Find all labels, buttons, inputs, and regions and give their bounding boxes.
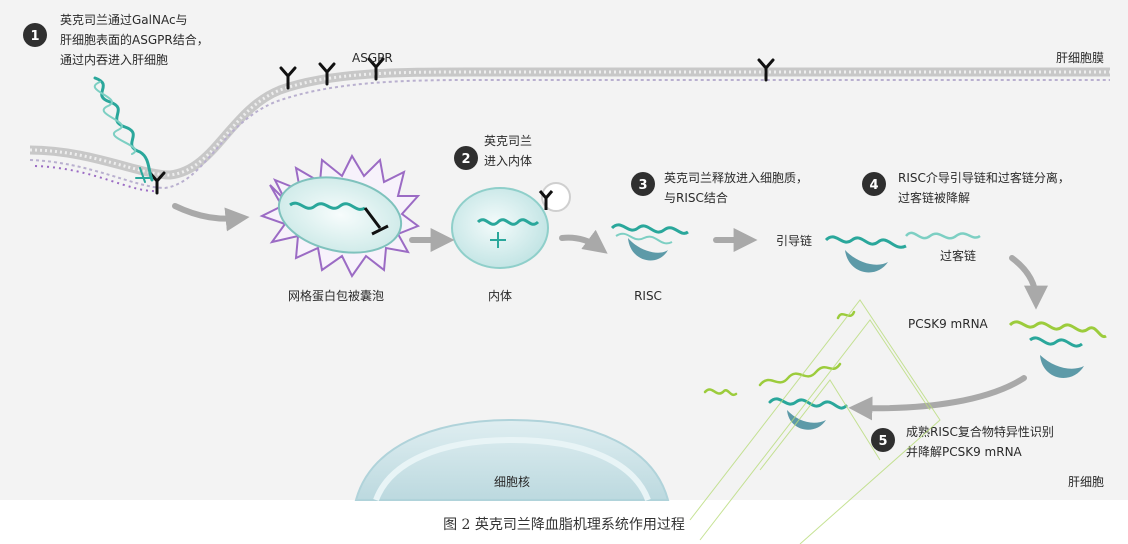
step-5-text: 成熟RISC复合物特异性识别 并降解PCSK9 mRNA <box>906 424 1054 459</box>
step-3-number: 3 <box>638 178 647 193</box>
asgpr-label: ASGPR <box>352 51 393 65</box>
watermark-mark <box>689 299 941 544</box>
step-1-line-3: 通过内吞进入肝细胞 <box>60 53 168 67</box>
step-2-marker <box>454 146 478 170</box>
step-4-number: 4 <box>869 178 878 193</box>
guide-strand-label: 引导链 <box>776 233 812 248</box>
step-4-line-2: 过客链被降解 <box>898 190 970 205</box>
endosome-label: 内体 <box>488 289 512 303</box>
step-4-marker <box>862 172 886 196</box>
step-1-line-1: 英克司兰通过GalNAc与 <box>60 13 188 27</box>
step-5-line-1: 成熟RISC复合物特异性识别 <box>906 424 1054 439</box>
risc-label: RISC <box>634 289 662 303</box>
step-3-marker <box>631 172 655 196</box>
step-2-number: 2 <box>461 152 470 167</box>
step-2-line-2: 进入内体 <box>484 154 532 168</box>
pcsk9-risc-complex <box>1008 320 1107 378</box>
step-5-marker <box>871 428 895 452</box>
asgpr-receptor-icon <box>148 57 775 195</box>
step-5-line-2: 并降解PCSK9 mRNA <box>906 445 1023 459</box>
step-1-number: 1 <box>30 29 39 44</box>
nucleus-label: 细胞核 <box>494 475 530 489</box>
step-1-marker <box>23 23 47 47</box>
step-2-text: 英克司兰 进入内体 <box>484 134 532 168</box>
step-4-text: RISC介导引导链和过客链分离， 过客链被降解 <box>898 170 1070 205</box>
step-5-number: 5 <box>878 434 887 449</box>
hepatocyte-label: 肝细胞 <box>1068 475 1104 489</box>
figure-caption: 图 2 英克司兰降血脂机理系统作用过程 <box>443 516 685 533</box>
step-markers: 1 2 3 4 5 <box>23 23 895 452</box>
endosome <box>451 182 571 269</box>
arrow-icon <box>172 203 1048 421</box>
inclisiran-strand <box>93 76 154 183</box>
step-4-line-1: RISC介导引导链和过客链分离， <box>898 170 1070 185</box>
step-3-line-1: 英克司兰释放进入细胞质， <box>664 170 808 185</box>
step-1-text: 英克司兰通过GalNAc与 肝细胞表面的ASGPR结合， 通过内吞进入肝细胞 <box>60 13 209 67</box>
step-2-line-1: 英克司兰 <box>484 134 532 148</box>
step-1-line-2: 肝细胞表面的ASGPR结合， <box>60 32 209 47</box>
membrane-label: 肝细胞膜 <box>1056 51 1104 65</box>
risc-complex <box>610 223 689 261</box>
cell-membrane <box>29 67 1110 193</box>
nucleus <box>354 418 670 502</box>
pcsk9-label: PCSK9 mRNA <box>908 317 989 331</box>
step-3-text: 英克司兰释放进入细胞质， 与RISC结合 <box>664 170 808 205</box>
guide-strand-risc <box>824 235 907 273</box>
vesicle-label: 网格蛋白包被囊泡 <box>288 288 384 303</box>
passenger-strand <box>905 231 981 240</box>
diagram-background <box>0 0 1128 500</box>
step-3-line-2: 与RISC结合 <box>664 190 728 205</box>
passenger-strand-label: 过客链 <box>940 248 976 263</box>
clathrin-vesicle <box>259 153 421 278</box>
